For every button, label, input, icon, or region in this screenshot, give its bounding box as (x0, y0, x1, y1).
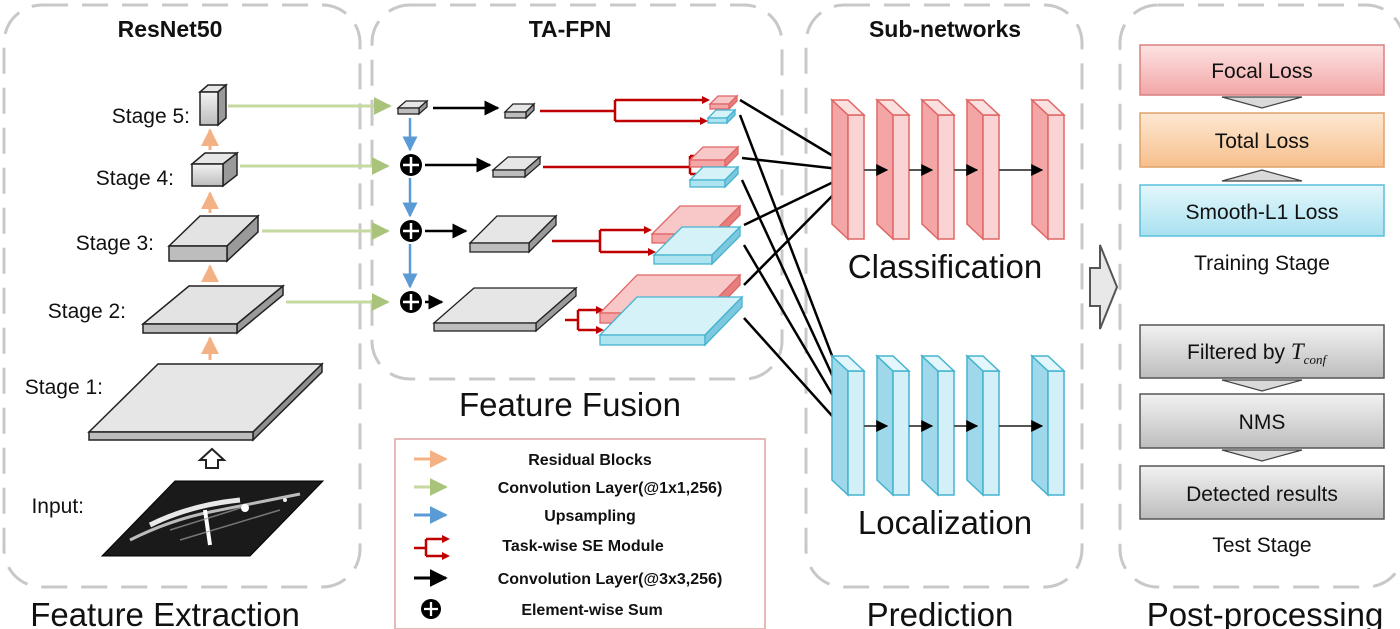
stage2-block (140, 284, 286, 335)
nms-box (1139, 393, 1385, 449)
legend-residual-label: Residual Blocks (528, 452, 652, 469)
fpn-conv-arrows (425, 100, 500, 310)
legend-item-upsampling: Upsampling (414, 506, 636, 525)
subnets-title: Sub-networks (869, 16, 1021, 42)
subnets-panel (804, 3, 1084, 589)
p3-block (468, 214, 558, 254)
total-loss-label: Total Loss (1215, 130, 1310, 153)
stage1-label: Stage 1: (25, 376, 103, 399)
resnet-title: ResNet50 (118, 16, 223, 42)
stage1-block (87, 362, 324, 442)
tafpn-title: TA-FPN (529, 16, 612, 42)
resnet-panel (2, 3, 362, 589)
filter-var: T (1291, 339, 1306, 364)
filter-sub: conf (1304, 352, 1329, 367)
panel-frames (2, 3, 1400, 589)
post-panel (1118, 3, 1400, 589)
pair-level2 (598, 273, 744, 347)
sum-icon (421, 599, 441, 619)
localization-head (830, 354, 1066, 497)
legend-sum-label: Element-wise Sum (521, 602, 662, 619)
legend-item-residual: Residual Blocks (414, 450, 652, 469)
pair-level4 (688, 145, 740, 189)
detected-results-box (1139, 465, 1385, 520)
legend-item-conv3x3: Convolution Layer(@3x3,256) (414, 569, 723, 588)
smooth-to-total-arrow (1221, 169, 1303, 182)
resnet-caption: Feature Extraction (30, 596, 300, 629)
p4-block (491, 155, 542, 179)
stage4-block (189, 151, 240, 188)
filter-label: Filtered by Tconf (1187, 339, 1328, 367)
filter-to-nms-arrow (1221, 379, 1303, 392)
legend: Residual Blocks Convolution Layer(@1x1,2… (394, 438, 766, 629)
test-stage: Filtered by Tconf NMS Detected results T… (1139, 324, 1385, 557)
resnet-blocks (87, 83, 324, 442)
training-stage: Focal Loss Total Loss Smooth-L1 Loss Tra… (1139, 44, 1385, 275)
tafpn-caption: Feature Fusion (459, 386, 681, 423)
focal-to-total-arrow (1221, 96, 1303, 109)
legend-se-module-label: Task-wise SE Module (502, 538, 664, 555)
input-up-arrow (197, 447, 227, 469)
stage3-block (167, 214, 260, 263)
filter-box (1139, 324, 1385, 379)
stage3-label: Stage 3: (76, 232, 154, 255)
classification-label: Classification (848, 248, 1042, 285)
pair-level3 (650, 204, 742, 266)
legend-frame (394, 438, 766, 629)
legend-conv1x1-label: Convolution Layer(@1x1,256) (498, 480, 723, 497)
sum-icon (400, 154, 422, 176)
nms-label: NMS (1239, 411, 1286, 434)
legend-item-sum: Element-wise Sum (421, 599, 663, 619)
legend-upsampling-label: Upsampling (544, 508, 636, 525)
post-caption: Post-processing (1147, 596, 1384, 629)
pair-level5 (706, 94, 739, 125)
input-label: Input: (31, 495, 84, 518)
fpn-top-block (396, 99, 429, 116)
legend-item-conv1x1: Convolution Layer(@1x1,256) (414, 478, 723, 497)
stage5-label: Stage 5: (112, 105, 190, 128)
fpn-sums (400, 154, 422, 313)
detected-results-label: Detected results (1186, 483, 1338, 506)
legend-conv3x3-label: Convolution Layer(@3x3,256) (498, 571, 723, 588)
input-image (100, 480, 325, 557)
smooth-l1-box (1139, 184, 1385, 237)
nms-to-results-arrow (1221, 449, 1303, 462)
localization-label: Localization (858, 504, 1032, 541)
sum-icon (400, 291, 422, 313)
lateral-conv-arrows (228, 97, 392, 311)
subnets-caption: Prediction (867, 596, 1014, 629)
legend-item-se-module: Task-wise SE Module (414, 535, 664, 560)
stage5-block (198, 83, 228, 127)
focal-loss-label: Focal Loss (1211, 60, 1313, 83)
focal-loss-box (1139, 44, 1385, 96)
stage2-label: Stage 2: (48, 300, 126, 323)
task-feature-pairs (598, 94, 744, 347)
p2-block (432, 286, 578, 333)
tafpn-panel (370, 3, 784, 381)
fpn-pyramid (432, 102, 578, 333)
total-loss-box (1139, 112, 1385, 168)
stage4-label: Stage 4: (96, 167, 174, 190)
test-stage-label: Test Stage (1212, 534, 1311, 557)
training-stage-label: Training Stage (1194, 252, 1330, 275)
sum-icon (400, 220, 422, 242)
p5-block (503, 102, 536, 120)
smooth-l1-label: Smooth-L1 Loss (1186, 201, 1339, 224)
to-postprocess-arrow (1089, 244, 1119, 330)
